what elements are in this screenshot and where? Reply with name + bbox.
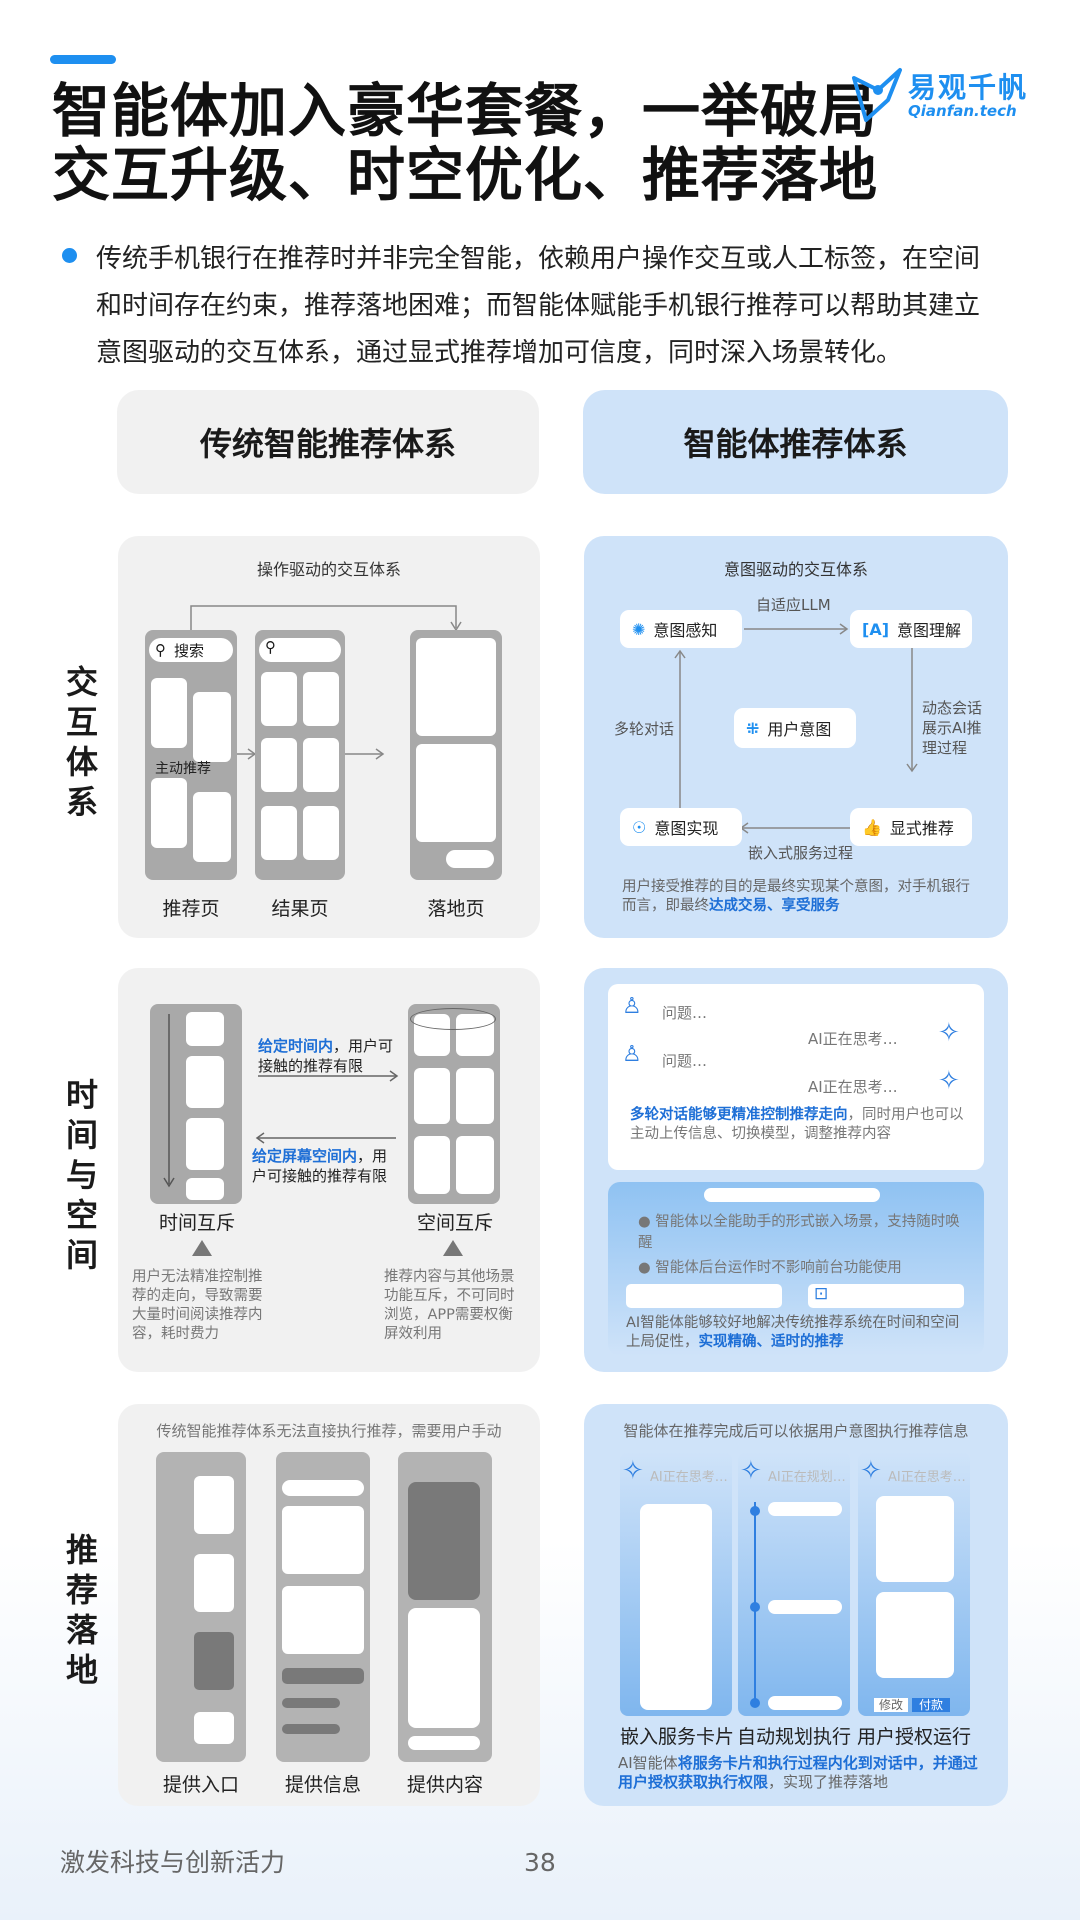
edge-label-llm: 自适应LLM [756,596,831,614]
intro-paragraph: 传统手机银行在推荐时并非完全智能，依赖用户操作交互或人工标签，在空间和时间存在约… [96,244,981,368]
scroll-arrow [163,1014,175,1188]
rotate-ring [410,1008,496,1030]
card-title: 操作驱动的交互体系 [256,560,401,579]
edge-label-dynamic: 动态会话展示AI推理过程 [922,699,983,757]
edge-label-embedded: 嵌入式服务过程 [748,844,854,862]
card-title: 传统智能推荐体系无法直接执行推荐，需要用户手动 [156,1422,502,1440]
edit-button[interactable]: 修改 [874,1698,908,1712]
sparkle-icon: ✧ [622,1456,644,1486]
pay-button[interactable]: 付款 [912,1698,950,1712]
active-recommend-label: 主动推荐 [155,761,211,777]
logo: 易观千帆 Qianfan.tech [848,62,1048,128]
card-intent-driven: 意图驱动的交互体系 ✺意图感知 [A]意图理解 ⁜用户意图 ☉意图实现 👍显式推… [584,536,1008,938]
card-landing-traditional: 传统智能推荐体系无法直接执行推荐，需要用户手动 提供入口 提供信息 提供内容 [118,1404,540,1806]
node-explicit-recommend: 👍显式推荐 [850,808,972,846]
caption-embed-card: 嵌入服务卡片 [619,1726,734,1748]
card-note: AI智能体将服务卡片和执行过程内化到对话中，并通过用户授权获取执行权限，实现了推… [618,1754,978,1791]
auto-plan-card: ✧ AI正在规划… [738,1452,850,1716]
user-icon: ♙ [622,1042,642,1067]
caption-time-exclusive: 时间互斥 [158,1212,235,1234]
time-limit-text: 给定时间内，用户可接触的推荐有限 [258,1037,394,1075]
phone-recommend: ⚲搜索 主动推荐 [145,630,237,880]
accent-bar [50,55,116,64]
card-note: 用户接受推荐的目的是最终实现某个意图，对手机银行而言，即最终达成交易、享受服务 [622,879,970,914]
chat-note: 多轮对话能够更精准控制推荐走向，同时用户也可以主动上传信息、切换模型，调整推荐内… [630,1107,964,1142]
caption-provide-content: 提供内容 [406,1774,483,1796]
edge-label-multiturn: 多轮对话 [614,720,675,738]
card-title: 智能体在推荐完成后可以依据用户意图执行推荐信息 [623,1422,969,1440]
time-space-arrows [192,1070,463,1256]
panel-note: AI智能体能够较好地解决传统推荐系统在时间和空间上局促性，实现精确、适时的推荐 [626,1315,960,1350]
intent-flow-arrows [674,623,918,834]
ai-bracket-icon: [A] [862,619,890,639]
caption-auto-plan: 自动规划执行 [736,1726,851,1748]
phone-info [276,1452,370,1762]
phone-space [408,1004,500,1204]
phone-result: ⚲ [255,630,345,880]
caption-provide-info: 提供信息 [284,1774,361,1796]
note-time: 用户无法精准控制推荐的走向，导致需要大量时间阅读推荐内容，耗时费力 [132,1269,263,1342]
node-intent-perception: ✺意图感知 [620,610,742,648]
user-icon: ♙ [622,994,642,1019]
chat-window: ♙ 问题… AI正在思考… ✧ ♙ 问题… AI正在思考… ✧ 多轮对话能够更精… [608,984,984,1170]
ai-thinking-2: AI正在思考… [808,1078,898,1096]
search-icon: ⚲ [155,641,166,659]
header-agent: 智能体推荐体系 [583,390,1008,494]
ai-sparkle-icon: ✧ [938,1018,960,1048]
caption-result-page: 结果页 [271,898,329,920]
search-bar[interactable]: ⚲搜索 [149,638,233,662]
footer-slogan: 激发科技与创新活力 [60,1848,286,1877]
sparkle-icon: ✧ [860,1456,882,1486]
row-label-time-space: 时间与空间 [65,1076,98,1274]
phone-content [398,1452,492,1762]
bullet-1: ● 智能体以全能助手的形式嵌入场景，支持随时唤醒 [638,1214,960,1251]
bulb-icon: ☉ [632,817,647,837]
sparkle-icon: ✧ [740,1456,762,1486]
assistant-panel: ● 智能体以全能助手的形式嵌入场景，支持随时唤醒 ● 智能体后台运作时不影响前台… [608,1182,984,1356]
card-time-space-agent: ♙ 问题… AI正在思考… ✧ ♙ 问题… AI正在思考… ✧ 多轮对话能够更精… [584,968,1008,1372]
dots-icon: ⁜ [746,718,760,738]
card-operation-driven: 操作驱动的交互体系 ⚲搜索 主动推荐 ⚲ [118,536,540,938]
logo-en: Qianfan.tech [908,102,1017,120]
logo-icon [852,68,902,122]
node-intent-realization: ☉意图实现 [620,808,742,846]
search-icon: ⚲ [265,638,276,656]
authorize-card: ✧ AI正在思考… 修改 付款 [858,1452,970,1716]
card-time-space-traditional: 给定时间内，用户可接触的推荐有限 给定屏幕空间内，用户可接触的推荐有限 时间互斥… [118,968,540,1372]
caption-provide-entry: 提供入口 [162,1774,239,1796]
page-number: 38 [524,1848,556,1877]
ai-thinking-1: AI正在思考… [808,1030,898,1048]
node-intent-understanding: [A]意图理解 [850,610,972,648]
row-label-interaction: 交互体系 [65,663,98,821]
card-landing-agent: 智能体在推荐完成后可以依据用户意图执行推荐信息 ✧ AI正在思考… ✧ AI正在… [584,1404,1008,1806]
header-traditional: 传统智能推荐体系 [117,390,539,494]
logo-cn: 易观千帆 [908,71,1029,104]
question-1: 问题… [662,1004,708,1022]
phone-landing [410,630,502,880]
phone-entry [156,1452,246,1762]
phone-time-scroll [150,1004,242,1204]
search-bar-small[interactable]: ⚲ [259,638,341,662]
sparkle-icon: ✺ [632,619,646,639]
node-user-intent: ⁜用户意图 [734,708,856,748]
bullet-2: ● 智能体后台运作时不影响前台功能使用 [638,1260,902,1276]
caption-recommend-page: 推荐页 [162,898,220,920]
ai-sparkle-icon: ✧ [938,1066,960,1096]
page-title-line2: 交互升级、时空优化、推荐落地 [52,141,879,209]
caption-landing-page: 落地页 [427,898,485,920]
caption-space-exclusive: 空间互斥 [416,1212,493,1234]
card-title: 意图驱动的交互体系 [723,560,868,579]
input-bar[interactable] [626,1284,782,1308]
caption-user-authorize: 用户授权运行 [856,1726,971,1748]
note-space: 推荐内容与其他场景功能互斥，不可同时浏览，APP需要权衡屏效利用 [384,1269,515,1342]
row-label-landing: 推荐落地 [65,1531,98,1689]
bot-icon[interactable]: ⊡ [808,1284,964,1308]
bullet-dot [62,248,77,263]
page-title-line1: 智能体加入豪华套餐，一举破局 [52,77,879,145]
question-2: 问题… [662,1052,708,1070]
space-limit-text: 给定屏幕空间内，用户可接触的推荐有限 [252,1147,388,1185]
thumbs-up-icon: 👍 [862,817,882,837]
service-card: ✧ AI正在思考… [620,1452,732,1716]
